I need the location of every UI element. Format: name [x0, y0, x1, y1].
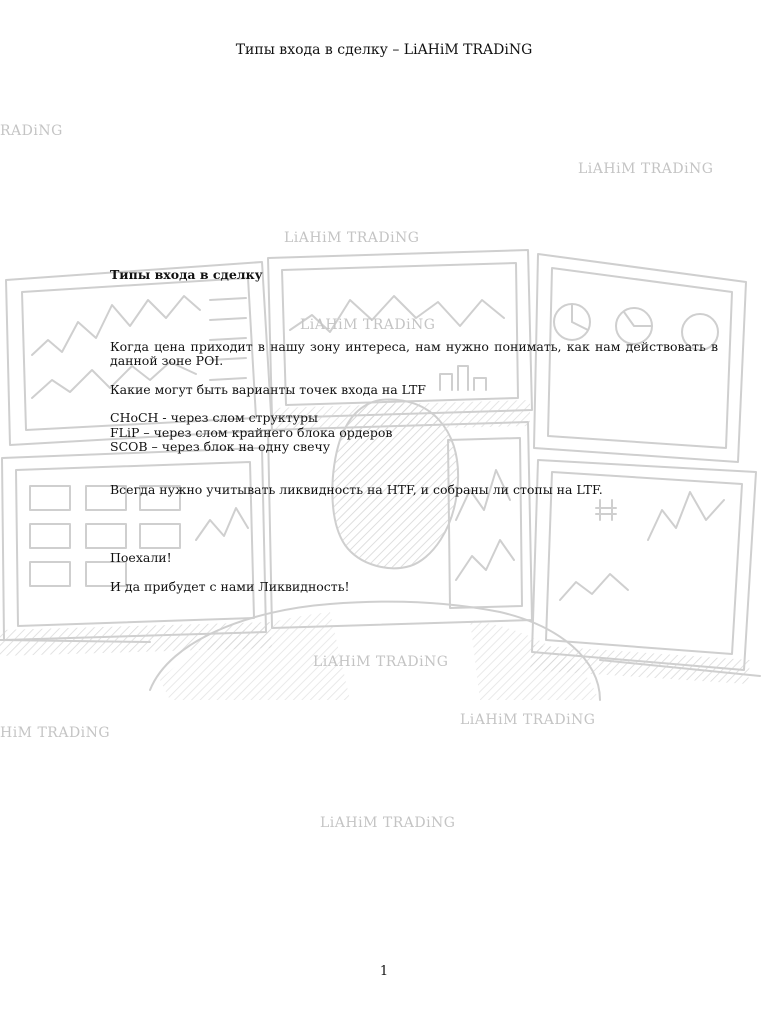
paragraph-question: Какие могут быть варианты точек входа на…: [110, 381, 426, 397]
watermark: HiM TRADiNG: [0, 725, 111, 741]
paragraph-intro: Когда цена приходит в нашу зону интереса…: [110, 338, 718, 368]
entry-type-flip: FLiP – через слом крайнего блока ордеров: [110, 424, 393, 440]
paragraph-closing: И да прибудет с нами Ликвидность!: [110, 578, 350, 594]
watermark: LiAHiM TRADiNG: [320, 815, 456, 831]
paragraph-liquidity: Всегда нужно учитывать ликвидность на HT…: [110, 481, 603, 497]
section-heading: Типы входа в сделку: [110, 267, 263, 282]
watermark: LiAHiM TRADiNG: [460, 712, 596, 728]
page-header-title: Типы входа в сделку – LiAHiM TRADiNG: [235, 42, 533, 58]
entry-type-choch: CHoCH - через слом структуры: [110, 410, 318, 425]
document-body: Типы входа в сделку Когда цена приходит …: [110, 267, 718, 594]
watermark: LiAHiM TRADiNG: [300, 317, 436, 333]
page-number: 1: [379, 964, 389, 979]
entry-type-scob: SCOB – через блок на одну свечу: [110, 439, 331, 454]
watermark: LiAHiM TRADiNG: [284, 230, 420, 246]
watermark: LiAHiM TRADiNG: [578, 161, 714, 177]
paragraph-go: Поехали!: [110, 550, 172, 565]
watermark: RADiNG: [0, 123, 63, 139]
watermark: LiAHiM TRADiNG: [313, 654, 449, 670]
